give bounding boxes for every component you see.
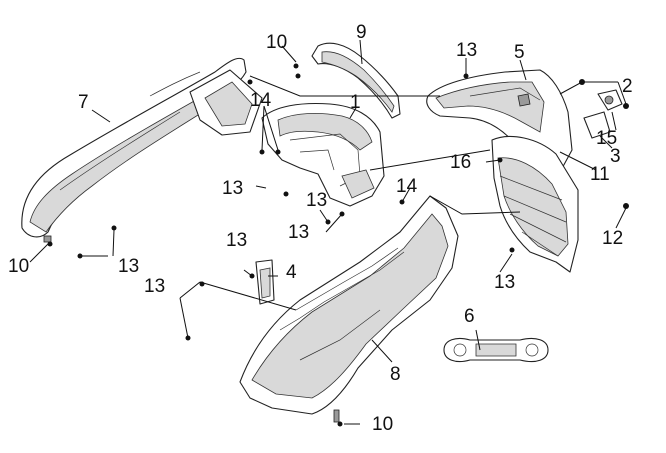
part-4-small-bracket <box>255 259 275 305</box>
bolt <box>463 73 469 79</box>
callout-13-center: 13 <box>306 190 327 211</box>
callout-6: 6 <box>464 306 475 327</box>
part-1-center-frame <box>261 103 385 207</box>
callout-13-left-lower: 13 <box>118 256 139 277</box>
bolt <box>623 103 629 109</box>
bolt <box>247 79 253 85</box>
callout-13-bottom-left: 13 <box>144 276 165 297</box>
bolt <box>623 203 629 209</box>
bolt <box>497 157 503 163</box>
callout-4: 4 <box>286 262 297 283</box>
callout-13-bracket: 13 <box>226 230 247 251</box>
part-2-bracket <box>597 89 623 111</box>
bolt <box>339 211 345 217</box>
bolt <box>325 219 331 225</box>
part-9-upper-bracket <box>311 42 401 119</box>
bolt <box>399 199 405 205</box>
bolt <box>579 79 585 85</box>
callout-2: 2 <box>622 76 633 97</box>
bolt <box>293 63 299 69</box>
bolt <box>249 273 255 279</box>
bolt <box>111 225 117 231</box>
callout-11: 11 <box>590 164 610 185</box>
bolt <box>259 149 265 155</box>
callout-10-bottom: 10 <box>372 414 393 435</box>
fasteners <box>47 63 629 427</box>
leader-lines <box>29 39 627 425</box>
callout-14-upper: 14 <box>250 90 272 111</box>
callout-14-lower: 14 <box>396 176 418 197</box>
callout-8: 8 <box>390 364 401 385</box>
bolt <box>295 73 301 79</box>
callout-15: 15 <box>596 128 617 149</box>
part-8-lower-cover <box>239 195 459 423</box>
callout-13-left-upper: 13 <box>222 178 243 199</box>
callout-7: 7 <box>78 92 89 113</box>
bolt <box>283 191 289 197</box>
callout-3: 3 <box>610 146 621 167</box>
bolt <box>199 281 205 287</box>
callout-16: 16 <box>450 152 471 173</box>
bolt <box>275 149 281 155</box>
bolt <box>509 247 515 253</box>
part-3-plate <box>583 111 611 139</box>
callout-labels: 1 2 3 4 5 6 7 8 9 10 10 10 11 12 13 13 1… <box>8 22 633 435</box>
part-11-mudguard <box>491 135 579 273</box>
callout-9: 9 <box>356 22 367 43</box>
callout-12: 12 <box>602 228 623 249</box>
part-7-side-cover <box>21 57 263 243</box>
callout-5: 5 <box>514 42 525 63</box>
callout-1: 1 <box>350 92 361 113</box>
bolt <box>77 253 83 259</box>
part-6-strap <box>443 337 549 363</box>
callout-10-left: 10 <box>8 256 29 277</box>
callout-13-top: 13 <box>456 40 477 61</box>
callout-13-center-low: 13 <box>288 222 309 243</box>
bolt <box>185 335 191 341</box>
bolt <box>337 421 343 427</box>
bolt <box>47 241 53 247</box>
callout-10-top: 10 <box>266 32 287 53</box>
callout-13-right-lower: 13 <box>494 272 515 293</box>
